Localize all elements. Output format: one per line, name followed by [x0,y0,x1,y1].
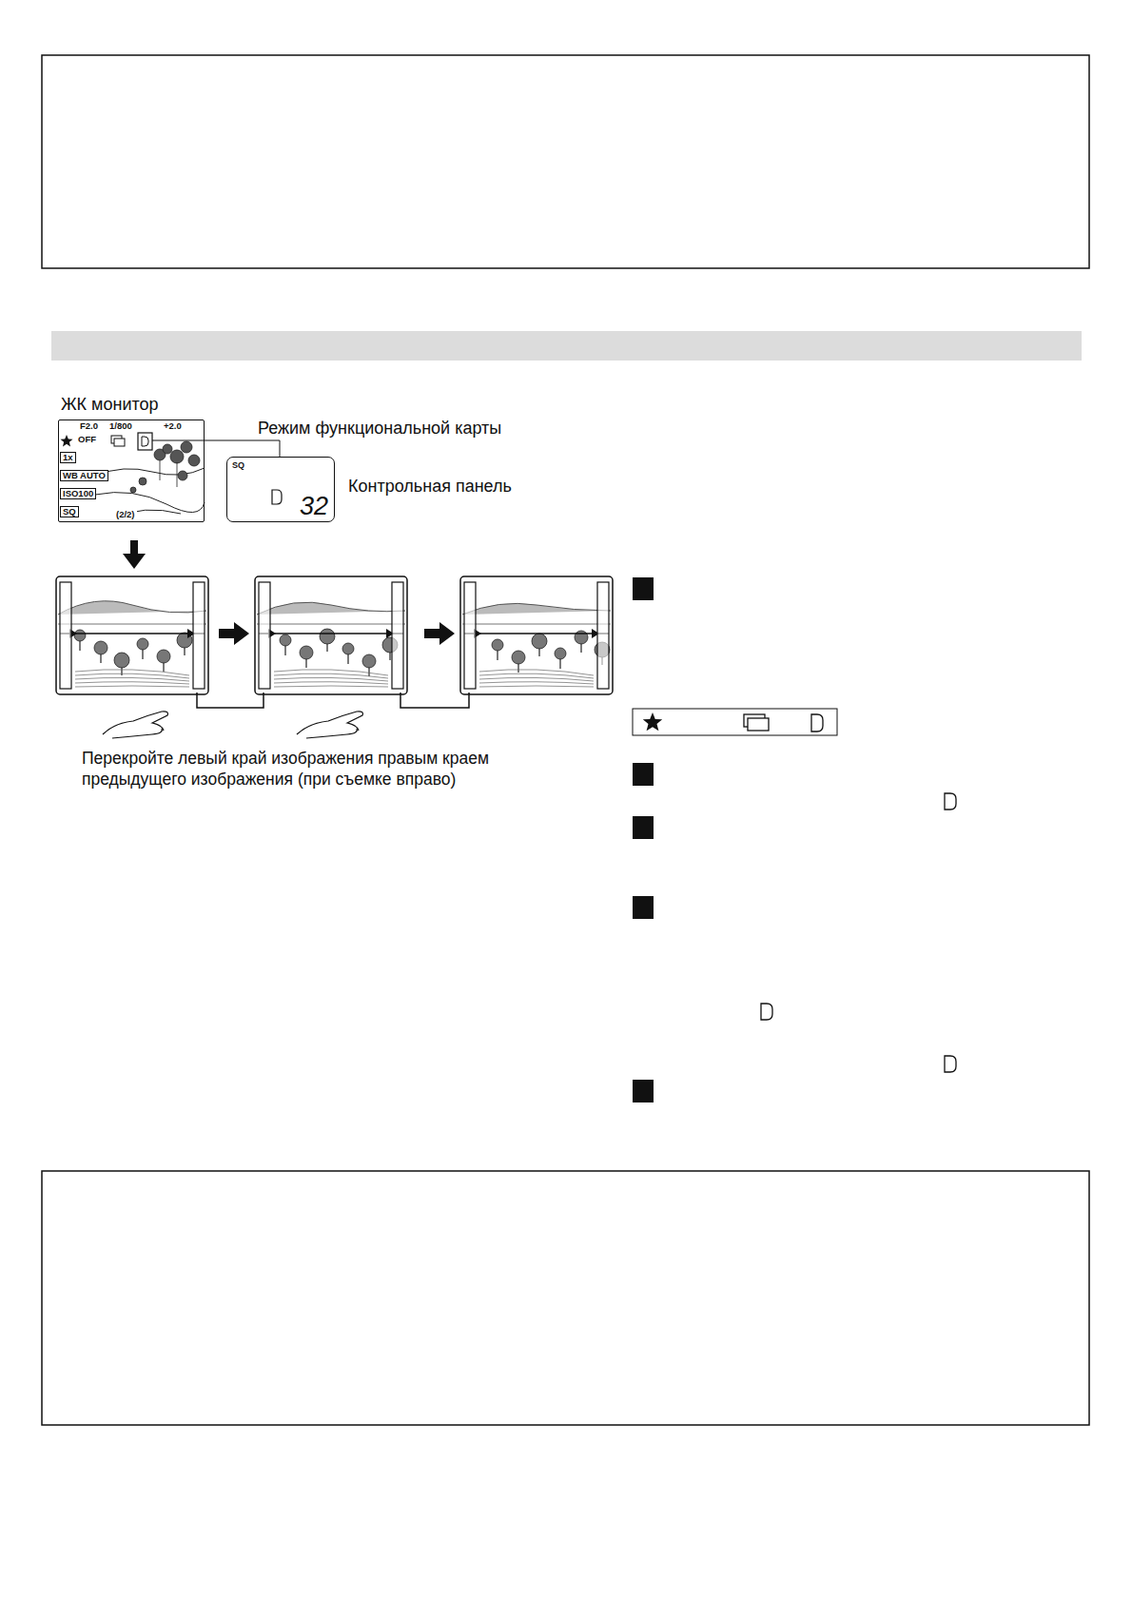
card-mode-icon [141,436,149,447]
panel-readout: SQ [232,460,245,470]
heading-band [51,331,1082,361]
right-arrow [424,622,455,645]
lcd-indicator: (2/2) [114,509,137,520]
card-mode-icon [944,1055,957,1073]
part-name: Контрольная панель [348,476,512,497]
panorama-frames [56,576,613,695]
card-mode-icon [944,793,957,810]
star-icon [60,434,74,447]
down-arrow [122,540,146,569]
star-icon [643,712,663,731]
sequence-icon [111,435,125,447]
panorama-frame [460,576,613,695]
lcd-indicator: 1/800 [107,421,135,431]
lcd-indicator: OFF [76,434,98,445]
card-mode-icon [761,1003,773,1020]
lcd-indicator: SQ [59,506,79,518]
figure-caption: Перекройте левый край изображения правым… [81,748,586,791]
leader-line [152,440,205,442]
overlap-bracket [196,692,469,708]
card-mode-icon [272,489,282,505]
leader-line [204,440,280,457]
lcd-indicator: ISO100 [59,487,97,500]
icon-strip [632,708,838,736]
hand-sketch [102,711,363,739]
lcd-indicator: 1x [59,451,77,464]
card-mode-icon [811,714,823,732]
lcd-landscape [95,468,205,519]
control-panel: SQ32Контрольная панель [226,456,335,523]
figure-heading: ЖК монитор [60,394,159,415]
step-marker [632,577,654,1103]
right-arrow [218,622,250,645]
note-frame [41,1171,1090,1425]
edge-label: Режим функциональной карты [257,418,502,439]
note-frame [41,55,1090,269]
card-mode-frame [137,432,153,450]
lcd-indicator: +2.0 [161,421,184,431]
panorama-frame [56,576,209,695]
sequence-icon [743,714,769,731]
lcd-indicator: WB AUTO [59,469,109,482]
lcd-indicator: F2.0 [78,421,100,431]
panel-readout: 32 [299,491,329,522]
panorama-frame [254,576,408,695]
